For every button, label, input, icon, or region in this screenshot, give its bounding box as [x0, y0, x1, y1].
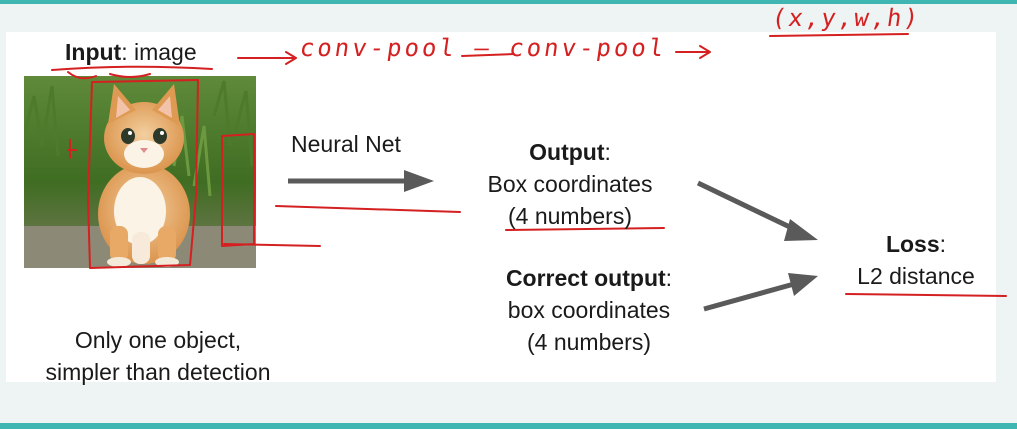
caption: Only one object, simpler than detection	[20, 324, 296, 388]
output-block: Output: Box coordinates (4 numbers)	[470, 136, 670, 232]
kitten-bounding-box	[87, 79, 199, 269]
input-underline	[51, 65, 213, 71]
output-underline	[505, 227, 665, 231]
loss-block: Loss: L2 distance	[836, 228, 996, 292]
correct-output-line-1: box coordinates	[507, 297, 671, 323]
output-line-1: Box coordinates	[487, 171, 653, 197]
arrow-correct-to-loss	[703, 281, 795, 312]
top-accent-bar	[0, 0, 1017, 4]
bottom-accent-bar	[0, 423, 1017, 429]
loss-label: Loss	[885, 231, 940, 257]
arrow-output-to-loss	[696, 180, 798, 233]
output-line-2: (4 numbers)	[508, 203, 632, 229]
input-label-rest: : image	[121, 39, 197, 65]
pipeline-arrow-3	[675, 45, 711, 59]
correct-output-line-2: (4 numbers)	[527, 329, 651, 355]
output-label: Output	[529, 139, 605, 165]
side-box	[221, 133, 255, 247]
kitten-image	[24, 76, 256, 268]
input-label: Input: image	[65, 38, 197, 66]
caption-line-2: simpler than detection	[45, 359, 271, 385]
correct-output-label: Correct output	[505, 265, 666, 291]
net-underline	[275, 205, 461, 213]
pipeline-arrow-1	[237, 51, 297, 65]
loss-underline	[845, 293, 1007, 297]
input-label-bold: Input	[65, 39, 122, 65]
pipeline-annotation: conv-pool — conv-pool	[298, 34, 669, 62]
correct-output-block: Correct output: box coordinates (4 numbe…	[478, 262, 700, 358]
neural-net-label: Neural Net	[291, 131, 401, 157]
coords-annotation: (x,y,w,h)	[770, 4, 923, 32]
pipeline-arrow-2	[461, 53, 515, 57]
loss-line: L2 distance	[857, 263, 975, 289]
caption-line-1: Only one object,	[74, 327, 242, 353]
